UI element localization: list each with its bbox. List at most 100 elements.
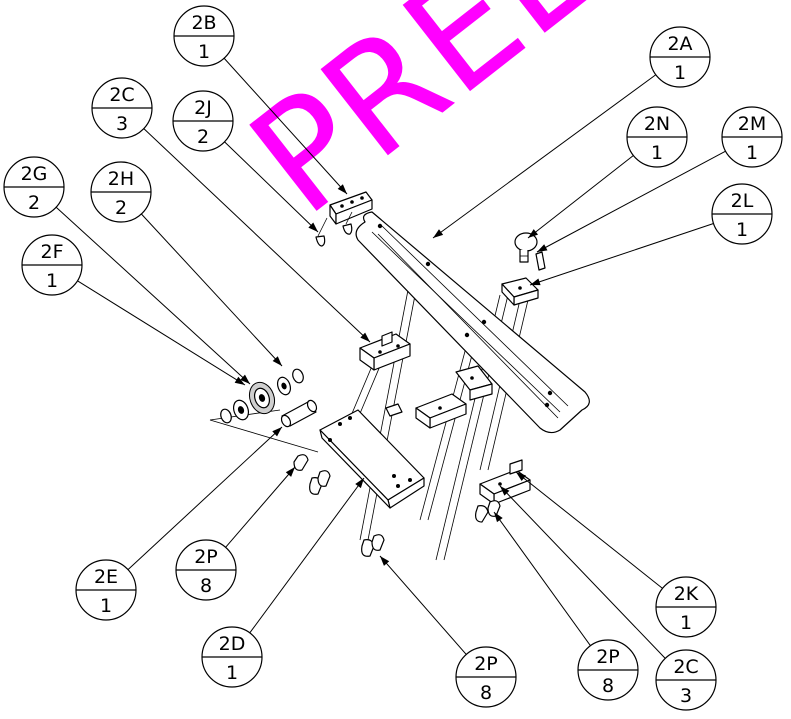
- balloon-part-id: 2K: [674, 583, 699, 605]
- balloon-2a: 2A1: [649, 26, 711, 88]
- clamp-block-2C-lower: [479, 459, 531, 505]
- screws-2J: [315, 211, 353, 247]
- leader-arrowhead: [337, 184, 347, 194]
- balloon-quantity: 1: [680, 612, 692, 634]
- knob-2N: [514, 232, 538, 263]
- leader-line-2l: [529, 223, 714, 286]
- clamp-block-2C-upper: [359, 331, 411, 371]
- leader-line-2k: [515, 471, 663, 589]
- screws-2P: [293, 403, 501, 557]
- balloon-part-id: 2C: [109, 84, 134, 106]
- balloon-2h: 2H2: [90, 161, 152, 223]
- block-2L: [501, 277, 539, 306]
- balloon-part-id: 2B: [191, 12, 216, 34]
- balloon-part-id: 2P: [194, 546, 218, 568]
- watermark-text: PREL: [220, 0, 621, 248]
- leader-arrowhead: [285, 467, 295, 477]
- leader-arrowhead: [537, 244, 548, 252]
- leader-arrowhead: [380, 556, 390, 566]
- balloon-part-id: 2L: [731, 190, 754, 212]
- balloon-part-id: 2J: [194, 97, 212, 119]
- leader-arrowhead: [528, 229, 539, 238]
- leader-arrowhead: [234, 376, 245, 385]
- balloon-part-id: 2N: [644, 113, 670, 135]
- balloon-2p: 2P8: [455, 646, 517, 708]
- balloon-quantity: 1: [736, 219, 748, 241]
- balloon-2m: 2M1: [721, 106, 783, 168]
- balloon-quantity: 1: [746, 142, 758, 164]
- balloon-2c: 2C3: [655, 649, 717, 711]
- leader-arrowhead: [360, 332, 370, 342]
- balloon-2d: 2D1: [201, 626, 263, 688]
- leader-line-2p: [379, 555, 467, 655]
- balloon-2j: 2J2: [172, 90, 234, 152]
- leader-line-2m: [536, 150, 726, 253]
- balloon-part-id: 2C: [673, 656, 698, 678]
- balloon-part-id: 2E: [94, 566, 118, 588]
- leader-line-2c: [499, 485, 666, 659]
- balloon-quantity: 1: [226, 662, 238, 684]
- balloon-part-id: 2P: [596, 646, 620, 668]
- balloon-part-id: 2G: [21, 163, 48, 185]
- balloon-quantity: 2: [197, 126, 209, 148]
- balloon-quantity: 3: [680, 685, 692, 707]
- balloon-2c: 2C3: [91, 77, 153, 139]
- balloon-quantity: 1: [100, 595, 112, 617]
- leader-arrowhead: [272, 356, 282, 366]
- leader-lines: [55, 57, 726, 659]
- balloon-part-id: 2F: [40, 241, 63, 263]
- balloon-part-id: 2H: [108, 168, 134, 190]
- leader-line-2f: [77, 280, 246, 386]
- balloon-2l: 2L1: [711, 183, 773, 245]
- balloon-2p: 2P8: [175, 539, 237, 601]
- leader-line-2n: [527, 155, 634, 239]
- balloon-2g: 2G2: [3, 156, 65, 218]
- balloon-quantity: 1: [46, 270, 58, 292]
- balloon-quantity: 8: [602, 675, 614, 697]
- balloon-quantity: 2: [28, 192, 40, 214]
- leader-line-2h: [141, 213, 283, 367]
- leader-line-2b: [223, 57, 348, 195]
- leader-line-2c: [143, 128, 371, 343]
- balloon-2p: 2P8: [577, 639, 639, 701]
- leader-arrowhead: [272, 427, 282, 437]
- balloon-quantity: 1: [651, 142, 663, 164]
- balloon-quantity: 8: [480, 682, 492, 704]
- balloon-quantity: 8: [200, 575, 212, 597]
- balloon-quantity: 1: [198, 41, 210, 63]
- top-plate-2A: [355, 211, 590, 434]
- balloon-quantity: 3: [116, 113, 128, 135]
- leader-arrowhead: [308, 222, 318, 232]
- balloon-quantity: 2: [115, 197, 127, 219]
- balloon-part-id: 2D: [219, 633, 246, 655]
- balloon-part-id: 2M: [738, 113, 766, 135]
- balloon-part-id: 2P: [474, 653, 498, 675]
- leader-arrowhead: [433, 229, 444, 238]
- parts-group: [209, 191, 590, 561]
- plate-2D: [319, 409, 425, 509]
- balloon-part-id: 2A: [667, 33, 692, 55]
- balloon-2k: 2K1: [655, 576, 717, 638]
- leader-line-2p: [225, 466, 296, 548]
- clamp-block-2C-middle: [415, 393, 467, 429]
- bearing-stack: [220, 368, 304, 424]
- pin-2M: [535, 251, 546, 271]
- leader-line-2e: [127, 426, 283, 570]
- balloon-2b: 2B1: [173, 5, 235, 67]
- balloon-2e: 2E1: [75, 559, 137, 621]
- leader-arrowhead: [494, 512, 503, 523]
- balloon-2n: 2N1: [626, 106, 688, 168]
- leader-arrowhead: [516, 472, 527, 481]
- bracket-2B: [329, 191, 373, 225]
- balloon-2f: 2F1: [21, 234, 83, 296]
- leader-line-2p: [493, 511, 591, 646]
- leader-line-2j: [224, 141, 319, 233]
- balloon-quantity: 1: [674, 62, 686, 84]
- leader-line-2a: [432, 74, 657, 239]
- leader-line-2d: [249, 477, 365, 634]
- leader-arrowhead: [355, 478, 364, 489]
- leader-arrowhead: [500, 486, 510, 496]
